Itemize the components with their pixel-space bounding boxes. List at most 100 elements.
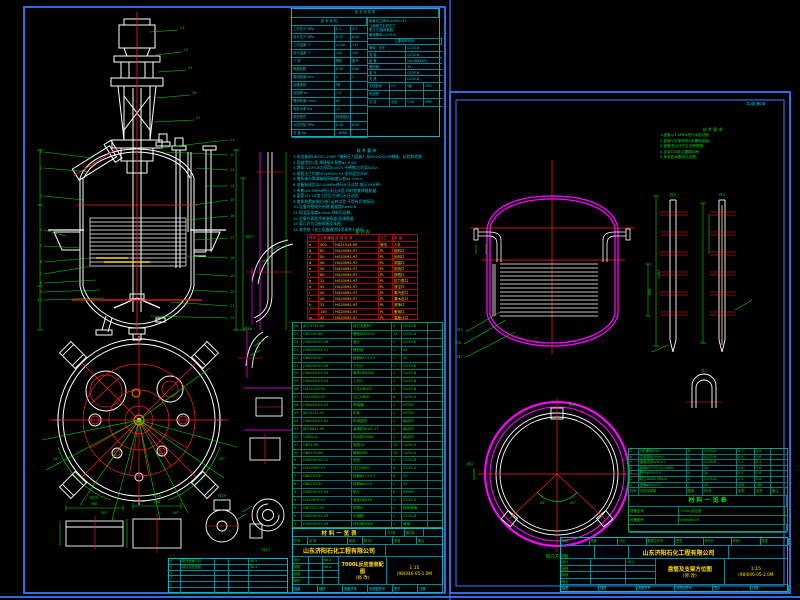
table-cell: 人孔DN500 (352, 386, 392, 394)
table-cell: 接管φ89×4 (352, 481, 392, 489)
column-header: 备注 (418, 539, 425, 543)
table-cell: (98)046-05-05 (302, 370, 352, 378)
table-cell: 15 (293, 409, 302, 417)
table-cell: 弯头φ57×3.5 (639, 471, 687, 476)
table-cell (229, 587, 249, 593)
table-cell (181, 587, 215, 593)
table-cell (428, 370, 444, 377)
table-row: 无损检测 UT Ⅱ级 20% (368, 82, 442, 91)
table-cell: 2 (687, 476, 703, 482)
note-line: 1.本设备按GB150-1998《钢制压力容器》及HG2432-93制造、试验和… (293, 154, 424, 159)
table-row: a 500 HG21515-95 常压 人孔 (308, 242, 417, 249)
table-cell: Q235-A (402, 449, 428, 457)
table-cell (771, 460, 785, 465)
table-cell: JB/T4722-92 (302, 409, 352, 417)
table-cell: 筒体、封头 (368, 45, 406, 51)
table-cell: 处数 (590, 538, 618, 545)
table-cell (386, 545, 443, 556)
table-cell (229, 564, 249, 570)
table-row: 筒体、封头 Q235-B (368, 45, 442, 52)
svg-text:380: 380 (154, 500, 161, 504)
table-cell: 分区 (618, 538, 647, 545)
table-cell: 盘 管 (368, 57, 406, 63)
table-row: 工作温度 ℃ ≤100 143 (292, 42, 367, 50)
svg-text:件18: 件18 (244, 326, 252, 331)
table-cell: 7000L反应釜 (679, 507, 785, 516)
table-cell: 搅拌转速 r/min (292, 98, 335, 105)
left-title-block: 材 料 一 览 表 共2张 第1张 件号 名 称 数量 材 料 重量 备注 山东… (292, 528, 443, 594)
table-cell: 6 (169, 559, 181, 564)
tech-table-left-header: 技 术 特 性 (292, 18, 367, 26)
table-cell: Q235-B (703, 454, 737, 460)
table-cell: 垫圈16 (352, 441, 392, 449)
svg-text:16: 16 (230, 214, 234, 218)
table-cell (428, 410, 444, 417)
table-cell: 0.1 (737, 449, 755, 454)
table-cell (428, 521, 444, 528)
table-cell: 4 (293, 496, 302, 504)
table-cell (428, 402, 444, 409)
table-cell: 40 (319, 260, 334, 266)
table-cell: 24 (392, 441, 402, 449)
table-cell: GB/T531-91 (302, 504, 352, 512)
table-cell (229, 576, 249, 582)
table-header-row: 件号 名称及规格 数量 材 料 单重 总重 备注 (629, 488, 787, 497)
svg-text:560: 560 (648, 289, 652, 296)
table-cell: 设计 (561, 559, 591, 565)
table-cell: (98)046-05-07 (302, 346, 352, 354)
column-header: 单重 (737, 488, 755, 496)
table-cell: — (406, 90, 424, 98)
table-cell: 审定 (561, 578, 591, 584)
drawing-number: (98)046-05-2.0M (738, 571, 774, 577)
table-cell: PL (379, 302, 393, 308)
table-cell: 20% (425, 83, 433, 88)
table-cell: 3 (293, 504, 302, 512)
table-cell: PL (379, 260, 393, 266)
table-cell: Q235-B (402, 323, 428, 330)
table-cell: 铸钢 (402, 520, 428, 528)
material-list-title: 材 料 一 览 表 (629, 496, 787, 508)
table-row: 12 Y160L-4 电动机15kW 1 组合件 (293, 433, 442, 442)
table-cell: 24 (392, 449, 402, 457)
table-row: 4 接管φ57×3.5 L=600 2 20 2.8 5.6 (629, 465, 787, 472)
table-cell: 上封头 (352, 378, 392, 386)
table-cell: 蒸汽进口 (394, 291, 408, 296)
table-cell: 设计温度 ℃ (292, 50, 335, 57)
table-row: 全容积 m³ 7.0 (292, 90, 367, 98)
table-cell: 蒸汽 (352, 59, 359, 63)
note-line: 5.其余技术要求见总图。 (660, 155, 700, 159)
notes-lines: 1.本设备按GB150-1998《钢制压力容器》及HG2432-93制造、试验和… (293, 154, 440, 232)
table-cell (428, 450, 444, 457)
table-cell: 放空口 (394, 285, 405, 290)
table-cell: 0.50 (352, 123, 360, 127)
table-cell: 腐蚀裕度 mm (292, 74, 335, 81)
table-cell: 98.4 (250, 564, 258, 569)
table-row: 密封型式 机械密封 (292, 114, 367, 122)
table-cell: 25 (293, 330, 302, 338)
table-cell: 盘管φ57×3.5 (352, 354, 392, 362)
table-cell: 搅拌轴 (352, 346, 392, 354)
table-cell: 2 (392, 481, 402, 489)
table-cell: Q235-B (402, 362, 428, 370)
table-cell: HG21515-95 (302, 386, 352, 394)
table-cell (428, 378, 444, 385)
svg-text:20: 20 (230, 290, 234, 294)
table-cell: 描校 (599, 585, 637, 593)
table-cell: HG20592-97 (302, 394, 352, 402)
column-header: 数量 (687, 488, 703, 496)
table-cell: (98)046-05 (679, 516, 785, 525)
table-cell: 5.0 (755, 476, 771, 482)
table-cell: 4 (629, 465, 639, 471)
table-cell: 减速机BLD2-17 (352, 425, 392, 433)
table-row: 24 (98)046-05-08 桨叶 2 Q235-B (293, 338, 442, 347)
table-cell: 日期 (418, 585, 443, 594)
drawing-number: (98)046-05-1.0M (396, 570, 432, 576)
table-cell: 1 (169, 587, 181, 593)
table-cell: 143 (352, 43, 359, 47)
table-cell (229, 570, 249, 576)
table-cell (351, 98, 367, 105)
table-cell: m (308, 314, 319, 320)
table-cell: 186 (755, 482, 771, 488)
table-cell: HG20592-97 (334, 308, 379, 314)
